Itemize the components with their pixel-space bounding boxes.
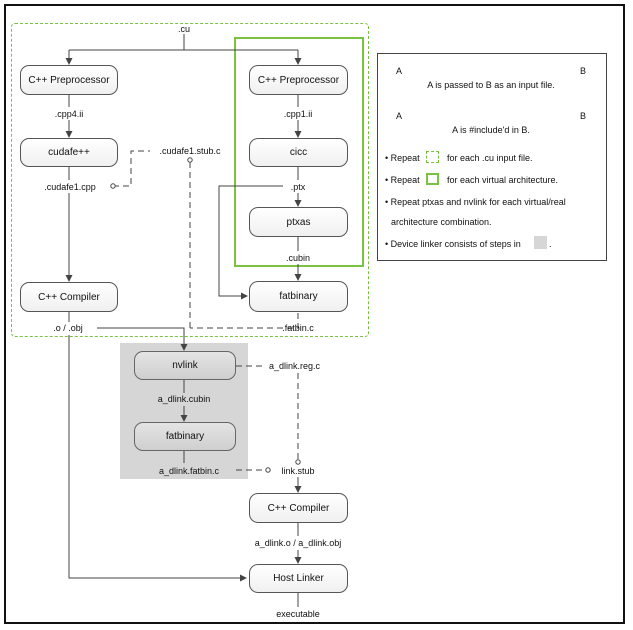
file-cudafe1-stub: .cudafe1.stub.c: [159, 146, 221, 156]
legend-repeat-arch: for each virtual architecture.: [447, 175, 559, 185]
legend-a-1: A: [396, 66, 403, 76]
file-cu: .cu: [177, 24, 191, 34]
legend-bullet-3: • Repeat ptxas and nvlink for each virtu…: [385, 197, 566, 207]
nvlink-label: nvlink: [172, 360, 198, 371]
nvlink-box: nvlink: [134, 351, 236, 380]
host-linker-label: Host Linker: [273, 573, 324, 584]
file-cubin: .cubin: [285, 253, 311, 263]
fatbinary-1-box: fatbinary: [249, 281, 348, 312]
legend-input-desc: A is passed to B as an input file.: [427, 80, 555, 90]
legend-dashed-green-swatch: [426, 151, 439, 163]
file-dlink-fatbin: a_dlink.fatbin.c: [158, 466, 220, 476]
file-ptx: .ptx: [290, 182, 306, 192]
fatbinary-1-label: fatbinary: [279, 291, 318, 302]
fatbinary-2-label: fatbinary: [165, 431, 205, 442]
legend-gray-swatch: [534, 236, 547, 249]
file-dlink-reg: a_dlink.reg.c: [269, 361, 321, 371]
file-dlink-cubin: a_dlink.cubin: [157, 394, 211, 404]
file-fatbin-c: .fatbin.c: [282, 323, 314, 333]
file-dlink-obj: a_dlink.o / a_dlink.obj: [254, 538, 342, 548]
file-cudafe1-cpp: .cudafe1.cpp: [44, 182, 96, 192]
legend-a-2: A: [396, 111, 403, 121]
ptxas-box: ptxas: [249, 207, 348, 237]
legend-repeat-cu: for each .cu input file.: [447, 153, 533, 163]
legend-include-desc: A is #include'd in B.: [452, 125, 530, 135]
cpp-preprocessor-right-label: C++ Preprocessor: [257, 74, 340, 86]
legend-device-linker: Device linker consists of steps in: [390, 239, 521, 249]
repeat-per-arch-region: [234, 37, 364, 267]
legend-box: [377, 53, 607, 261]
legend-bullet-2: • Repeat: [385, 175, 420, 185]
legend-period: .: [549, 239, 552, 249]
repeat-per-cu-region: [11, 23, 369, 337]
legend-repeat-ptxas-1: Repeat ptxas and nvlink for each virtual…: [390, 197, 566, 207]
cicc-box: cicc: [249, 138, 348, 167]
legend-b-1: B: [580, 66, 587, 76]
legend-repeat-word-2: Repeat: [390, 175, 420, 185]
legend-repeat-ptxas-2: architecture combination.: [391, 217, 492, 227]
file-cpp1: .cpp1.ii: [283, 109, 313, 119]
cpp-compiler-1-label: C++ Compiler: [38, 291, 100, 303]
cpp-preprocessor-left-label: C++ Preprocessor: [28, 74, 110, 86]
legend-bullet-1: • Repeat: [385, 153, 420, 163]
cpp-compiler-1-box: C++ Compiler: [20, 282, 118, 312]
legend-bullet-4: • Device linker consists of steps in: [385, 239, 521, 249]
legend-b-2: B: [580, 111, 587, 121]
legend-repeat-word-1: Repeat: [390, 153, 420, 163]
file-executable: executable: [276, 609, 320, 619]
cpp-compiler-2-label: C++ Compiler: [267, 502, 330, 514]
cudafe-box: cudafe++: [20, 138, 118, 167]
cpp-compiler-2-box: C++ Compiler: [249, 493, 348, 523]
diagram-frame: [4, 4, 625, 624]
ptxas-label: ptxas: [286, 216, 311, 228]
cpp-preprocessor-left-box: C++ Preprocessor: [20, 65, 118, 95]
cudafe-label: cudafe++: [48, 147, 90, 158]
file-link-stub: link.stub: [281, 466, 315, 476]
file-cpp4: .cpp4.ii: [54, 109, 84, 119]
file-obj: .o / .obj: [53, 323, 83, 333]
host-linker-box: Host Linker: [249, 564, 348, 593]
cpp-preprocessor-right-box: C++ Preprocessor: [249, 65, 348, 95]
cicc-label: cicc: [289, 147, 308, 158]
fatbinary-2-box: fatbinary: [134, 422, 236, 451]
legend-solid-green-swatch: [426, 173, 439, 185]
